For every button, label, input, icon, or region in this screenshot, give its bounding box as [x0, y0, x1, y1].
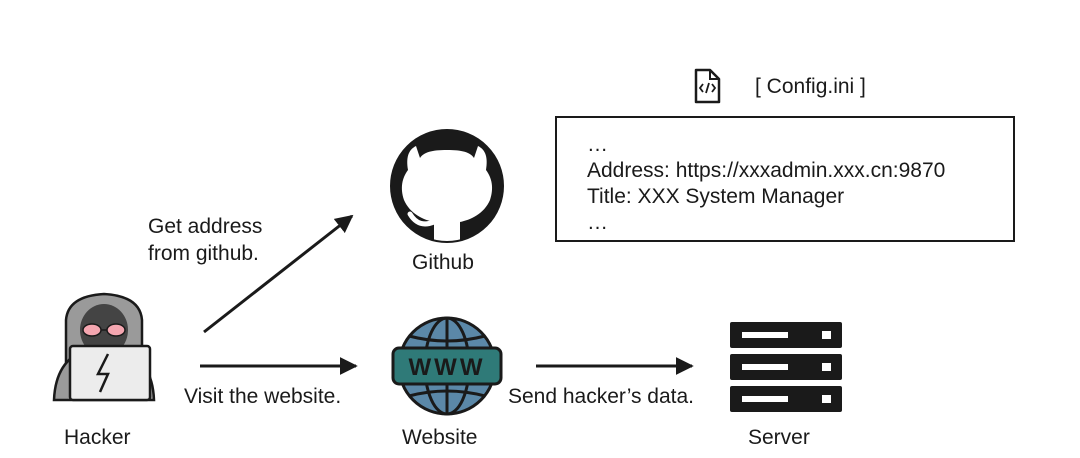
edge-label-line-1: Get address — [148, 215, 263, 238]
code-file-icon — [694, 68, 721, 104]
hacker-icon — [52, 292, 156, 402]
edge-label-website-to-server: Send hacker’s data. — [508, 385, 695, 408]
config-file-name: [ Config.ini ] — [755, 75, 866, 98]
config-file-lines: … Address: https://xxxadmin.xxx.cn:9870 … — [587, 132, 945, 236]
node-label-hacker: Hacker — [64, 426, 131, 449]
config-file-content-box: … Address: https://xxxadmin.xxx.cn:9870 … — [555, 116, 1015, 242]
edge-label-hacker-to-website: Visit the website. — [184, 385, 342, 408]
node-label-github: Github — [412, 251, 474, 274]
globe-www-icon: WWW — [391, 316, 503, 416]
config-line: … — [587, 133, 608, 156]
config-line: Address: https://xxxadmin.xxx.cn:9870 — [587, 159, 946, 182]
config-line: … — [587, 211, 608, 234]
config-line: Title: XXX System Manager — [587, 185, 845, 208]
node-label-website: Website — [402, 426, 478, 449]
arrow-hacker-to-github — [203, 214, 354, 334]
edge-label-line-2: from github. — [148, 242, 259, 265]
node-label-server: Server — [748, 426, 810, 449]
edge-label-hacker-to-github: Get address from github. — [148, 213, 262, 267]
www-text: WWW — [409, 354, 486, 381]
github-logo-icon — [390, 129, 504, 244]
server-rack-icon — [730, 322, 842, 412]
